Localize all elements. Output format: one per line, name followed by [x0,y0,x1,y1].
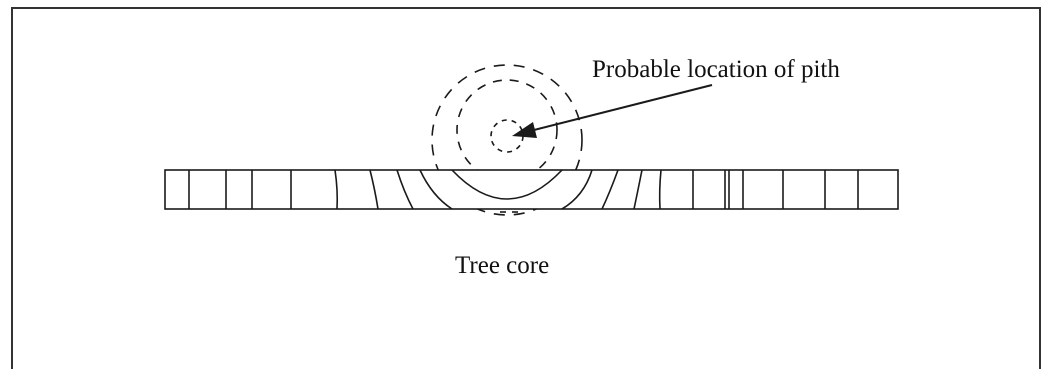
core-ring-curve [419,169,453,210]
core-ring-curve [334,169,339,210]
pith-label: Probable location of pith [592,56,840,83]
core-ring-curve [396,169,414,210]
core-ring-curve [561,169,593,210]
core-label: Tree core [455,252,549,279]
core-ring-curve [658,169,662,210]
core-ring-curve [369,169,379,210]
core-ring-curve [633,169,643,210]
figure-frame [11,7,1041,369]
outer-dashed-ring [431,64,583,216]
core-inner-arc [451,169,563,200]
core-ring-curve [601,169,619,210]
tree-core [164,169,899,213]
middle-dashed-ring [456,79,558,181]
pith-arrow [512,84,713,138]
tree-core-outline [164,169,899,210]
